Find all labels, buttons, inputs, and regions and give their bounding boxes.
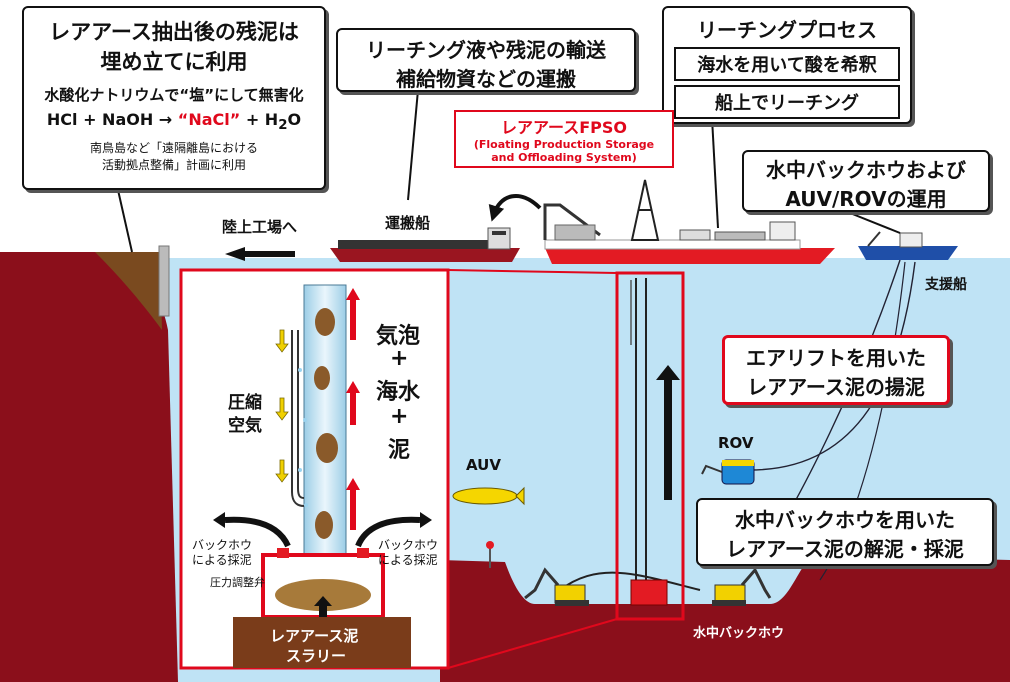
seabed bbox=[440, 555, 1010, 682]
rov-vehicle bbox=[701, 459, 755, 485]
riser-frame bbox=[615, 271, 685, 621]
fpso-sub2: and Offloading System) bbox=[491, 151, 637, 164]
landfill-sub: 水酸化ナトリウムで“塩”にして無害化 bbox=[44, 86, 304, 104]
slurry-label2: スラリー bbox=[286, 647, 347, 665]
bh-right-label1: バックホウ bbox=[378, 538, 439, 552]
dredging-line1: 水中バックホウを用いた bbox=[735, 508, 955, 532]
to-factory-arrow-icon bbox=[225, 247, 295, 261]
leaching-item1: 海水を用いて酸を希釈 bbox=[674, 47, 900, 81]
carrier-label: 運搬船 bbox=[385, 214, 431, 232]
backhoe-left bbox=[524, 567, 589, 606]
bh-right-label2: による採泥 bbox=[378, 553, 438, 567]
mix-label2: 海水 bbox=[376, 380, 421, 405]
leaching-item2: 船上でリーチング bbox=[674, 85, 900, 119]
leaching-title: リーチングプロセス bbox=[697, 18, 877, 42]
carrier-ship bbox=[330, 227, 520, 262]
dredging-line2: レアアース泥の解泥・採泥 bbox=[726, 537, 964, 561]
seawall bbox=[158, 245, 170, 317]
landfill-line2: 埋め立てに利用 bbox=[100, 50, 248, 74]
eq-right: + H bbox=[245, 110, 279, 129]
eq-end: O bbox=[287, 110, 302, 129]
transfer-arrow-icon bbox=[488, 194, 542, 222]
support-ship bbox=[858, 231, 958, 260]
mix-label1: 気泡 bbox=[376, 324, 421, 349]
fpso-sub1: (Floating Production Storage bbox=[473, 138, 655, 151]
landfill-soil bbox=[95, 252, 162, 330]
eq-left: HCl + NaOH → bbox=[46, 110, 173, 129]
mix-plus2: + bbox=[390, 404, 409, 429]
suction-arrow-right-icon bbox=[355, 516, 421, 548]
landfill-note1: 南鳥島など「遠隔離島における bbox=[89, 141, 258, 156]
to-factory-label: 陸上工場へ bbox=[222, 218, 298, 236]
transport-callout: リーチング液や残泥の輸送 補給物資などの運搬 bbox=[336, 28, 636, 92]
eq-sub: 2 bbox=[278, 118, 288, 134]
suction-arrow-left-icon bbox=[224, 516, 291, 548]
bh-left-label2: による採泥 bbox=[192, 553, 252, 567]
backhoe-auv-callout: 水中バックホウおよび AUV/ROVの運用 bbox=[742, 150, 990, 212]
compressed-air-label1: 圧縮 bbox=[228, 393, 262, 413]
compressed-air-label2: 空気 bbox=[228, 416, 262, 436]
backhoe-label: 水中バックホウ bbox=[693, 626, 785, 641]
airlift-line1: エアリフトを用いた bbox=[746, 346, 926, 370]
landfill-equation: HCl + NaOH → “NaCl” + H2O bbox=[24, 110, 324, 133]
eq-nacl: “NaCl” bbox=[177, 110, 241, 129]
leaching-callout: リーチングプロセス 海水を用いて酸を希釈 船上でリーチング bbox=[662, 6, 912, 124]
mix-plus1: + bbox=[390, 346, 409, 371]
landfill-note2: 活動拠点整備」計画に利用 bbox=[101, 158, 246, 173]
dredging-callout: 水中バックホウを用いた レアアース泥の解泥・採泥 bbox=[696, 498, 994, 566]
support-ship-label: 支援船 bbox=[925, 277, 967, 293]
fpso-title: レアアースFPSO bbox=[500, 118, 628, 137]
fpso-ship bbox=[543, 179, 835, 264]
landfill-line1: レアアース抽出後の残泥は bbox=[49, 20, 299, 44]
airlift-callout: エアリフトを用いた レアアース泥の揚泥 bbox=[722, 335, 950, 405]
auv-label: AUV bbox=[466, 456, 501, 474]
slurry-label1: レアアース泥 bbox=[270, 627, 359, 645]
transport-line2: 補給物資などの運搬 bbox=[396, 67, 576, 91]
airlift-line2: レアアース泥の揚泥 bbox=[747, 375, 925, 399]
auv-vehicle bbox=[452, 486, 525, 506]
lift-arrow-icon bbox=[656, 365, 680, 500]
transport-line1: リーチング液や残泥の輸送 bbox=[366, 38, 606, 62]
backhoe-auv-line2: AUV/ROVの運用 bbox=[785, 187, 947, 211]
mix-label3: 泥 bbox=[388, 438, 411, 463]
slurry-base bbox=[233, 617, 411, 668]
fpso-callout: レアアースFPSO (Floating Production Storage a… bbox=[454, 110, 674, 168]
bh-left-label1: バックホウ bbox=[192, 538, 253, 552]
rov-label: ROV bbox=[718, 434, 754, 452]
riser-pump bbox=[630, 579, 668, 606]
backhoe-auv-line1: 水中バックホウおよび bbox=[766, 158, 966, 182]
valve-label: 圧力調整弁 bbox=[210, 576, 265, 589]
backhoe-right bbox=[712, 567, 772, 606]
coast-land bbox=[0, 252, 178, 682]
landfill-callout: レアアース抽出後の残泥は 埋め立てに利用 水酸化ナトリウムで“塩”にして無害化 … bbox=[22, 6, 326, 190]
